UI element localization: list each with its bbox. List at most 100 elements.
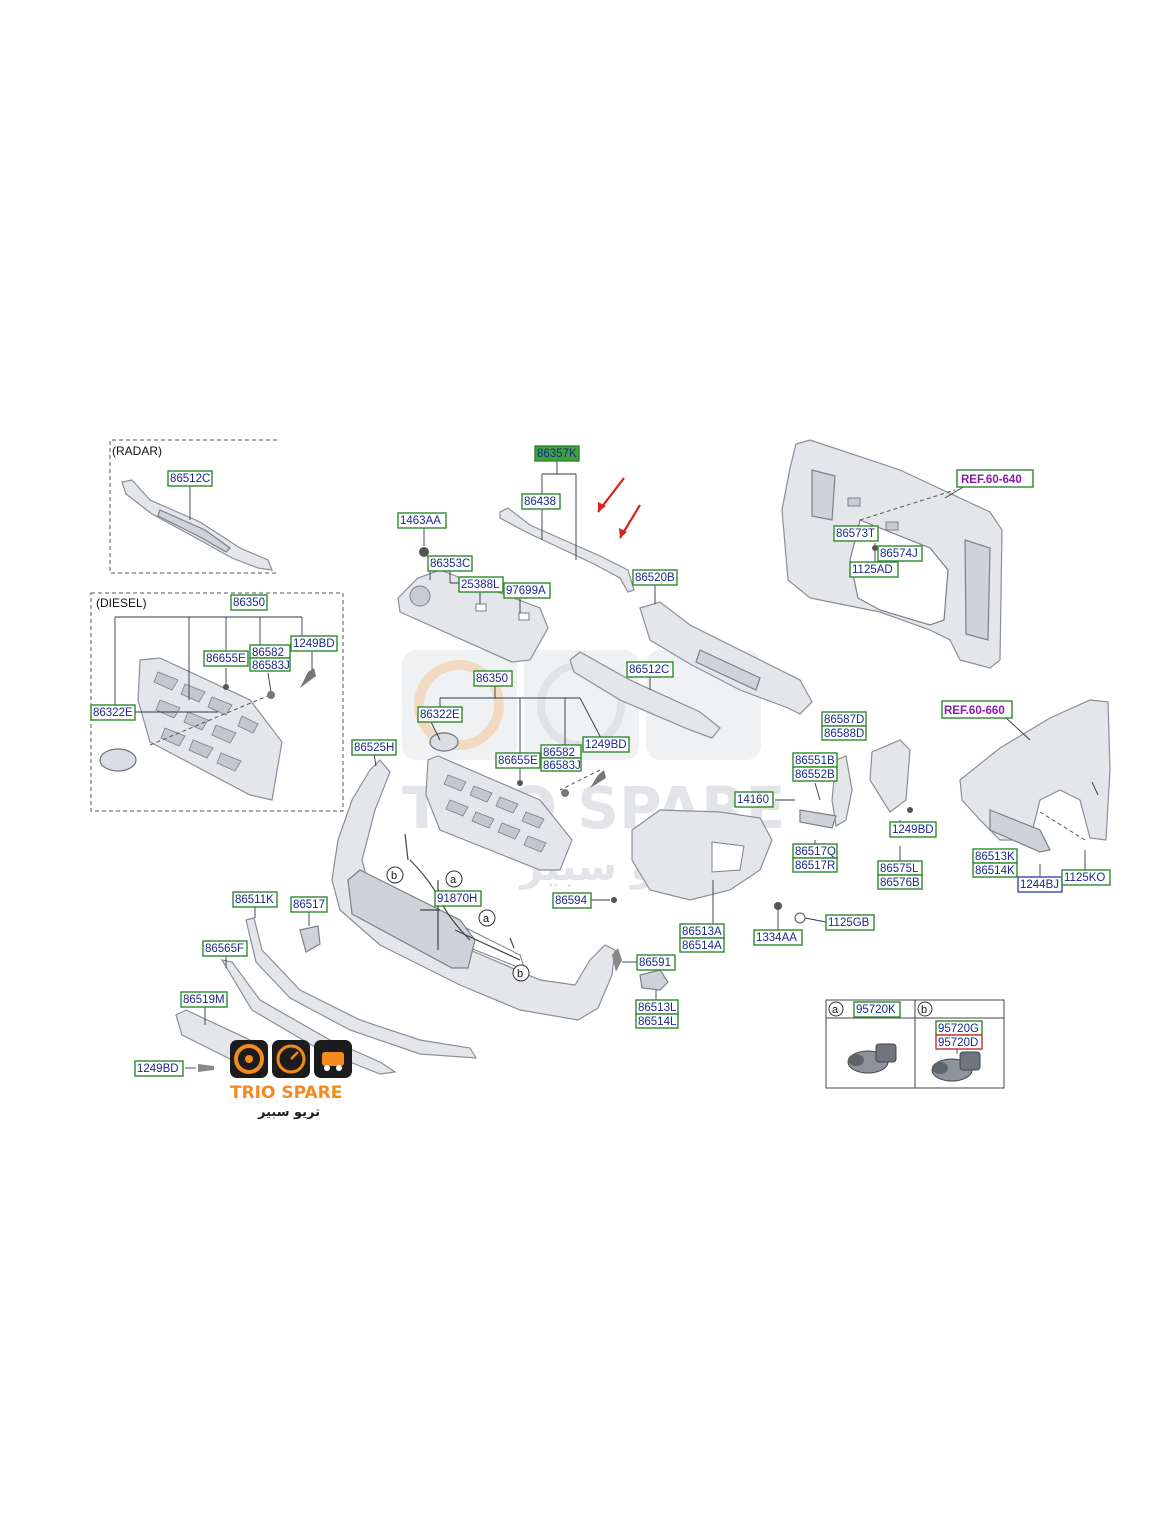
part-label[interactable]: 86512C bbox=[626, 661, 674, 678]
part-label[interactable]: 86514K bbox=[972, 862, 1018, 878]
svg-text:86357K: 86357K bbox=[537, 448, 577, 460]
part-label[interactable]: 1249BD bbox=[889, 821, 937, 838]
part-label[interactable]: 86513A bbox=[679, 923, 725, 939]
svg-text:a: a bbox=[483, 913, 490, 925]
part-label[interactable]: 1249BD bbox=[134, 1060, 184, 1077]
part-label[interactable]: 95720D bbox=[935, 1034, 983, 1050]
front-lip-strip bbox=[245, 917, 478, 1059]
part-label[interactable]: 86582 bbox=[540, 744, 582, 759]
part-label[interactable]: 86583J bbox=[249, 657, 291, 672]
part-label[interactable]: 86514A bbox=[679, 937, 725, 953]
radar-grille-molding bbox=[121, 479, 273, 571]
part-label[interactable]: 1249BD bbox=[290, 635, 338, 652]
svg-text:REF.60-640: REF.60-640 bbox=[961, 474, 1022, 486]
bracket-group bbox=[775, 739, 913, 864]
part-label-highlight[interactable]: 86357K bbox=[534, 445, 580, 462]
logo-arabic: تريو سبير bbox=[257, 1105, 320, 1120]
svg-text:1125GB: 1125GB bbox=[828, 917, 870, 929]
svg-text:1249BD: 1249BD bbox=[585, 739, 627, 751]
svg-text:86655E: 86655E bbox=[206, 653, 246, 665]
svg-text:86517Q: 86517Q bbox=[795, 846, 836, 858]
part-label[interactable]: 95720K bbox=[853, 1001, 901, 1018]
svg-text:86573T: 86573T bbox=[836, 528, 875, 540]
part-label[interactable]: 86322E bbox=[417, 706, 463, 723]
parking-sensor-a-icon bbox=[847, 1043, 897, 1074]
ref-label[interactable]: REF.60-660 bbox=[941, 700, 1013, 719]
part-label[interactable]: 86587D bbox=[821, 711, 867, 727]
svg-text:97699A: 97699A bbox=[506, 585, 546, 597]
svg-text:86588D: 86588D bbox=[824, 728, 864, 740]
part-label[interactable]: 86513L bbox=[635, 999, 679, 1015]
svg-text:86350: 86350 bbox=[233, 597, 265, 609]
part-label[interactable]: 86513K bbox=[972, 848, 1018, 864]
svg-text:1249BD: 1249BD bbox=[137, 1063, 179, 1075]
part-label[interactable]: 86511K bbox=[232, 891, 278, 908]
front-fender bbox=[959, 699, 1111, 841]
svg-text:86574J: 86574J bbox=[880, 548, 918, 560]
circle-marker-b-1: b bbox=[386, 866, 404, 884]
part-label[interactable]: 86552B bbox=[792, 766, 838, 782]
svg-text:86520B: 86520B bbox=[635, 572, 675, 584]
part-label[interactable]: 1125GB bbox=[825, 914, 875, 931]
part-label[interactable]: 86655E bbox=[495, 752, 541, 769]
hood-latch-molding bbox=[499, 507, 635, 593]
svg-text:1249BD: 1249BD bbox=[892, 824, 934, 836]
svg-text:1125AD: 1125AD bbox=[852, 564, 893, 576]
part-label[interactable]: 1463AA bbox=[397, 512, 447, 529]
part-label[interactable]: 86582 bbox=[249, 644, 291, 659]
part-label[interactable]: 86575L bbox=[877, 860, 923, 876]
part-label[interactable]: 86594 bbox=[552, 892, 592, 909]
part-label[interactable]: 86353C bbox=[427, 555, 473, 572]
part-label[interactable]: 86322E bbox=[90, 704, 136, 721]
part-label[interactable]: 86520B bbox=[632, 569, 678, 586]
svg-text:86576B: 86576B bbox=[880, 877, 920, 889]
part-label[interactable]: 86573T bbox=[833, 525, 879, 542]
part-label[interactable]: 14160 bbox=[734, 791, 774, 808]
part-label[interactable]: 86565F bbox=[202, 940, 248, 957]
part-label[interactable]: 1334AA bbox=[753, 929, 803, 946]
bumper-beam-upper bbox=[639, 601, 813, 715]
part-label[interactable]: 86551B bbox=[792, 752, 838, 768]
part-label[interactable]: 86588D bbox=[821, 725, 867, 741]
part-label[interactable]: 86583J bbox=[540, 757, 582, 772]
emblem-icon bbox=[99, 748, 137, 772]
bumper-grille-frame bbox=[347, 869, 476, 969]
svg-text:a: a bbox=[450, 874, 457, 886]
part-label[interactable]: 86574J bbox=[877, 545, 923, 562]
part-label[interactable]: 86512C bbox=[167, 470, 213, 487]
svg-text:86512C: 86512C bbox=[629, 664, 669, 676]
svg-text:86525H: 86525H bbox=[354, 742, 394, 754]
part-label[interactable]: 86591 bbox=[636, 954, 676, 971]
svg-text:86552B: 86552B bbox=[795, 769, 835, 781]
part-label[interactable]: 86514L bbox=[635, 1013, 679, 1029]
part-label[interactable]: 1125AD bbox=[849, 561, 899, 578]
part-label[interactable]: 86655E bbox=[203, 650, 249, 667]
svg-text:1334AA: 1334AA bbox=[756, 932, 797, 944]
part-label[interactable]: 91870H bbox=[434, 890, 482, 907]
circle-marker-a-2: a bbox=[478, 909, 496, 927]
svg-text:86513A: 86513A bbox=[682, 926, 722, 938]
bumper-stay bbox=[639, 969, 669, 991]
svg-text:86582: 86582 bbox=[543, 747, 575, 759]
part-label[interactable]: 86438 bbox=[521, 493, 561, 510]
part-label[interactable]: 86525H bbox=[351, 739, 397, 756]
svg-text:86322E: 86322E bbox=[93, 707, 133, 719]
part-label[interactable]: 1249BD bbox=[582, 736, 630, 753]
part-label[interactable]: 86519M bbox=[180, 991, 228, 1008]
part-label[interactable]: 86517R bbox=[792, 857, 838, 873]
part-label[interactable]: 97699A bbox=[503, 582, 551, 599]
part-label[interactable]: 86350 bbox=[230, 594, 268, 611]
part-label[interactable]: 95720G bbox=[935, 1020, 983, 1036]
part-label[interactable]: 1125KO bbox=[1061, 869, 1111, 886]
part-label[interactable]: 86517Q bbox=[792, 843, 838, 859]
diesel-grille bbox=[137, 657, 283, 801]
part-label[interactable]: 86350 bbox=[473, 670, 513, 687]
ref-label[interactable]: REF.60-640 bbox=[956, 469, 1034, 488]
part-label[interactable]: 1244BJ bbox=[1017, 876, 1063, 893]
diesel-section: (DIESEL) bbox=[90, 592, 344, 812]
part-label[interactable]: 25388L bbox=[458, 576, 504, 593]
part-label[interactable]: 86517 bbox=[290, 896, 328, 913]
part-label[interactable]: 86576B bbox=[877, 874, 923, 890]
side-bracket-rh bbox=[869, 739, 911, 813]
